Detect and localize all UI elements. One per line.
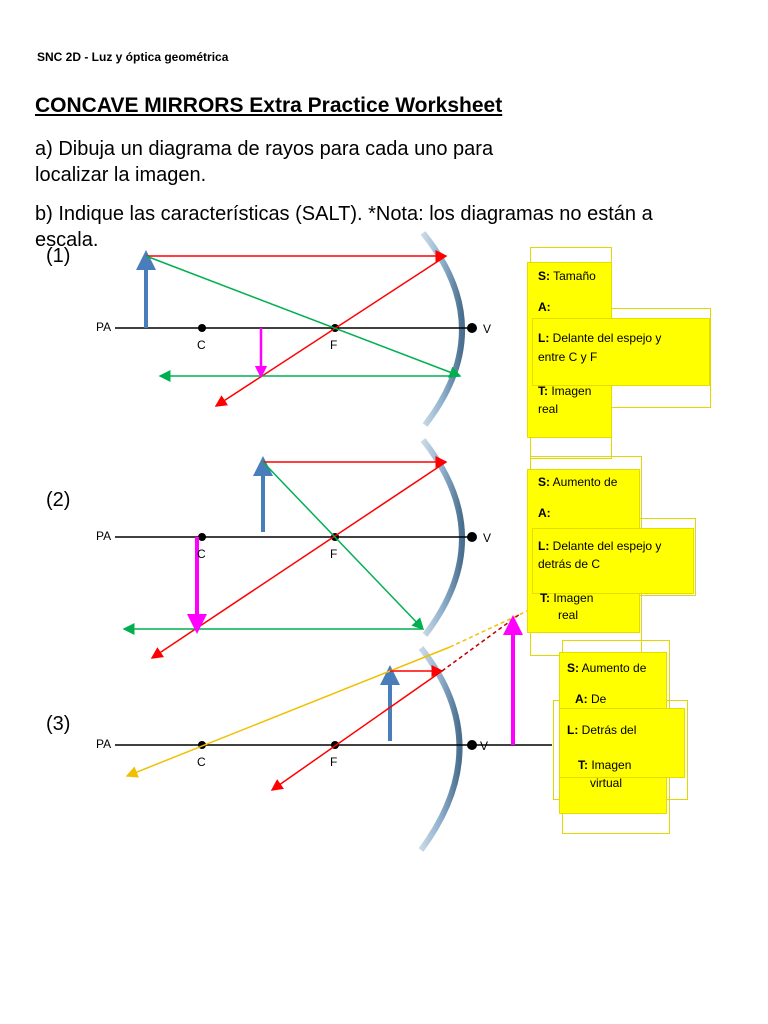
label-c-2: C: [197, 547, 206, 561]
salt-location-2: L: Delante del espejo y: [538, 539, 662, 553]
label-pa-1: PA: [96, 320, 111, 334]
worksheet-title: CONCAVE MIRRORS Extra Practice Worksheet: [35, 94, 503, 117]
salt-attitude-2: A:: [538, 506, 551, 520]
point-v-3: [467, 740, 477, 750]
label-f-3: F: [330, 755, 337, 769]
instruction-a: a) Dibuja un diagrama de rayos para cada…: [35, 138, 494, 186]
sticky-note: [559, 708, 685, 778]
problem-number-1: (1): [46, 245, 71, 267]
salt-location-2-line2: detrás de C: [538, 557, 601, 571]
label-f-2: F: [330, 547, 337, 561]
point-c-2: [198, 533, 206, 541]
ray-reflected-1: [214, 255, 447, 407]
course-header: SNC 2D - Luz y óptica geométrica: [37, 50, 229, 64]
salt-type-2-line2: real: [558, 608, 579, 622]
salt-size-1: S: Tamaño: [538, 269, 596, 283]
diagram-1: PA C F V: [96, 231, 491, 427]
mirror-1: [420, 231, 465, 427]
label-pa-2: PA: [96, 529, 111, 543]
salt-type-3: T: Imagen: [578, 758, 632, 772]
salt-type-1: T: Imagen: [538, 384, 592, 398]
ray-focal-2: [262, 461, 425, 631]
label-pa-3: PA: [96, 737, 111, 751]
salt-attitude-3: A: De: [575, 692, 607, 706]
ray-center-virtual-3: [449, 604, 541, 648]
salt-size-3: S: Aumento de: [567, 661, 647, 675]
salt-size-2: S: Aumento de: [538, 475, 618, 489]
problem-number-3: (3): [46, 713, 71, 735]
salt-location-3: L: Detrás del: [567, 723, 637, 737]
ray-reflected-3: [270, 670, 443, 791]
label-v-1: V: [483, 322, 491, 336]
salt-location-1-line2: entre C y F: [538, 350, 598, 364]
salt-type-2: T: Imagen: [540, 591, 594, 605]
instruction-b: b) Indique las características (SALT). *…: [35, 203, 653, 251]
ray-center-3: [125, 646, 451, 778]
point-v-2: [467, 532, 477, 542]
label-v-3: V: [480, 739, 488, 753]
point-c-1: [198, 324, 206, 332]
diagram-3: PA C F V: [96, 604, 552, 852]
salt-type-1-line2: real: [538, 402, 559, 416]
salt-type-3-line2: virtual: [590, 776, 623, 790]
salt-location-1: L: Delante del espejo y: [538, 331, 662, 345]
ray-focal-1: [145, 255, 462, 378]
mirror-3: [418, 646, 463, 852]
point-v-1: [467, 323, 477, 333]
diagram-2: PA C F V: [96, 438, 491, 659]
salt-attitude-1: A:: [538, 300, 551, 314]
label-c-3: C: [197, 755, 206, 769]
label-v-2: V: [483, 531, 491, 545]
problem-number-2: (2): [46, 489, 71, 511]
ray-reflected-virtual-3: [441, 613, 521, 672]
sticky-note: [532, 318, 710, 386]
label-f-1: F: [330, 338, 337, 352]
sticky-note: [532, 528, 694, 594]
label-c-1: C: [197, 338, 206, 352]
